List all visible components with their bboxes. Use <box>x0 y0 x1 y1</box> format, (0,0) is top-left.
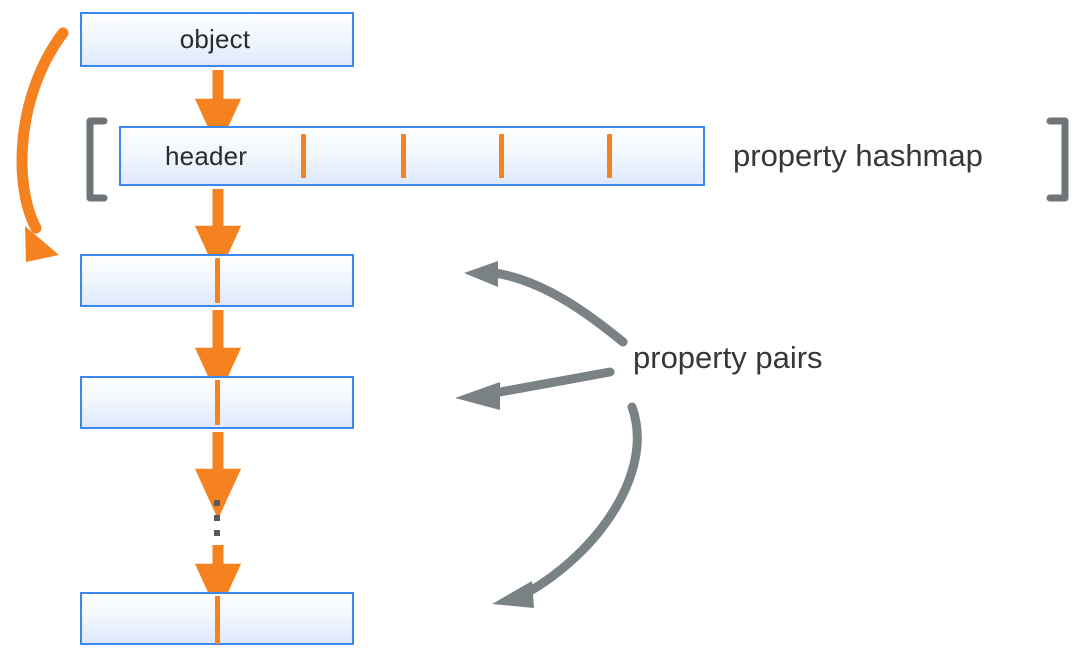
header-label: header <box>165 140 248 171</box>
gray-arrow-to-pair1 <box>464 261 628 347</box>
object-box-label: object <box>179 24 251 54</box>
property-pair-divider-2 <box>215 380 220 425</box>
property-pair-divider-1 <box>215 258 220 303</box>
ellipsis-dot-3 <box>214 530 220 536</box>
property-hashmap-annotation: property hashmap <box>733 138 983 173</box>
gray-arrow-to-pair2 <box>455 367 615 410</box>
hashmap-tick-1 <box>301 134 306 178</box>
property-hashmap-box[interactable]: header <box>119 126 705 186</box>
bracket-left <box>86 117 108 202</box>
hashmap-tick-2 <box>401 134 406 178</box>
hashmap-tick-4 <box>607 134 612 178</box>
ellipsis-dot-1 <box>214 500 220 506</box>
object-box[interactable]: object <box>80 12 354 67</box>
bracket-right <box>1046 117 1069 202</box>
property-pairs-annotation: property pairs <box>633 340 823 375</box>
property-pair-divider-3 <box>215 596 220 644</box>
orange-curved-arrow-object-to-pair1 <box>16 27 69 262</box>
ellipsis-dot-2 <box>214 515 220 521</box>
gray-arrow-to-pair3 <box>492 402 642 608</box>
hashmap-tick-3 <box>499 134 504 178</box>
